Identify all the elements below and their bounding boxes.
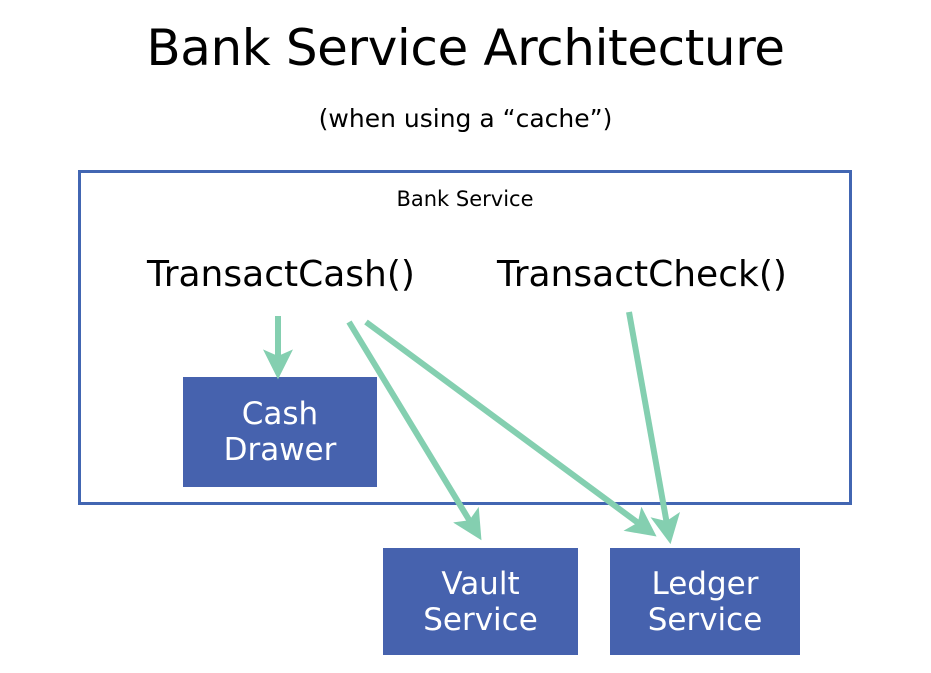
box-cash-drawer: Cash Drawer xyxy=(183,377,377,487)
box-ledger-service-line2: Service xyxy=(647,601,763,638)
bank-service-label: Bank Service xyxy=(396,187,534,211)
page-title: Bank Service Architecture xyxy=(146,19,785,77)
box-vault-service-line1: Vault xyxy=(441,565,520,602)
box-vault-service: Vault Service xyxy=(383,548,578,655)
box-vault-service-line2: Service xyxy=(423,601,538,638)
page-subtitle: (when using a “cache”) xyxy=(318,104,613,133)
method-label-transactcash: TransactCash() xyxy=(147,254,415,295)
box-cash-drawer-line1: Cash xyxy=(241,396,319,432)
box-ledger-service: Ledger Service xyxy=(610,548,800,655)
method-label-transactcheck: TransactCheck() xyxy=(497,254,787,295)
box-ledger-service-line1: Ledger xyxy=(651,565,759,602)
box-cash-drawer-line2: Drawer xyxy=(223,432,337,468)
